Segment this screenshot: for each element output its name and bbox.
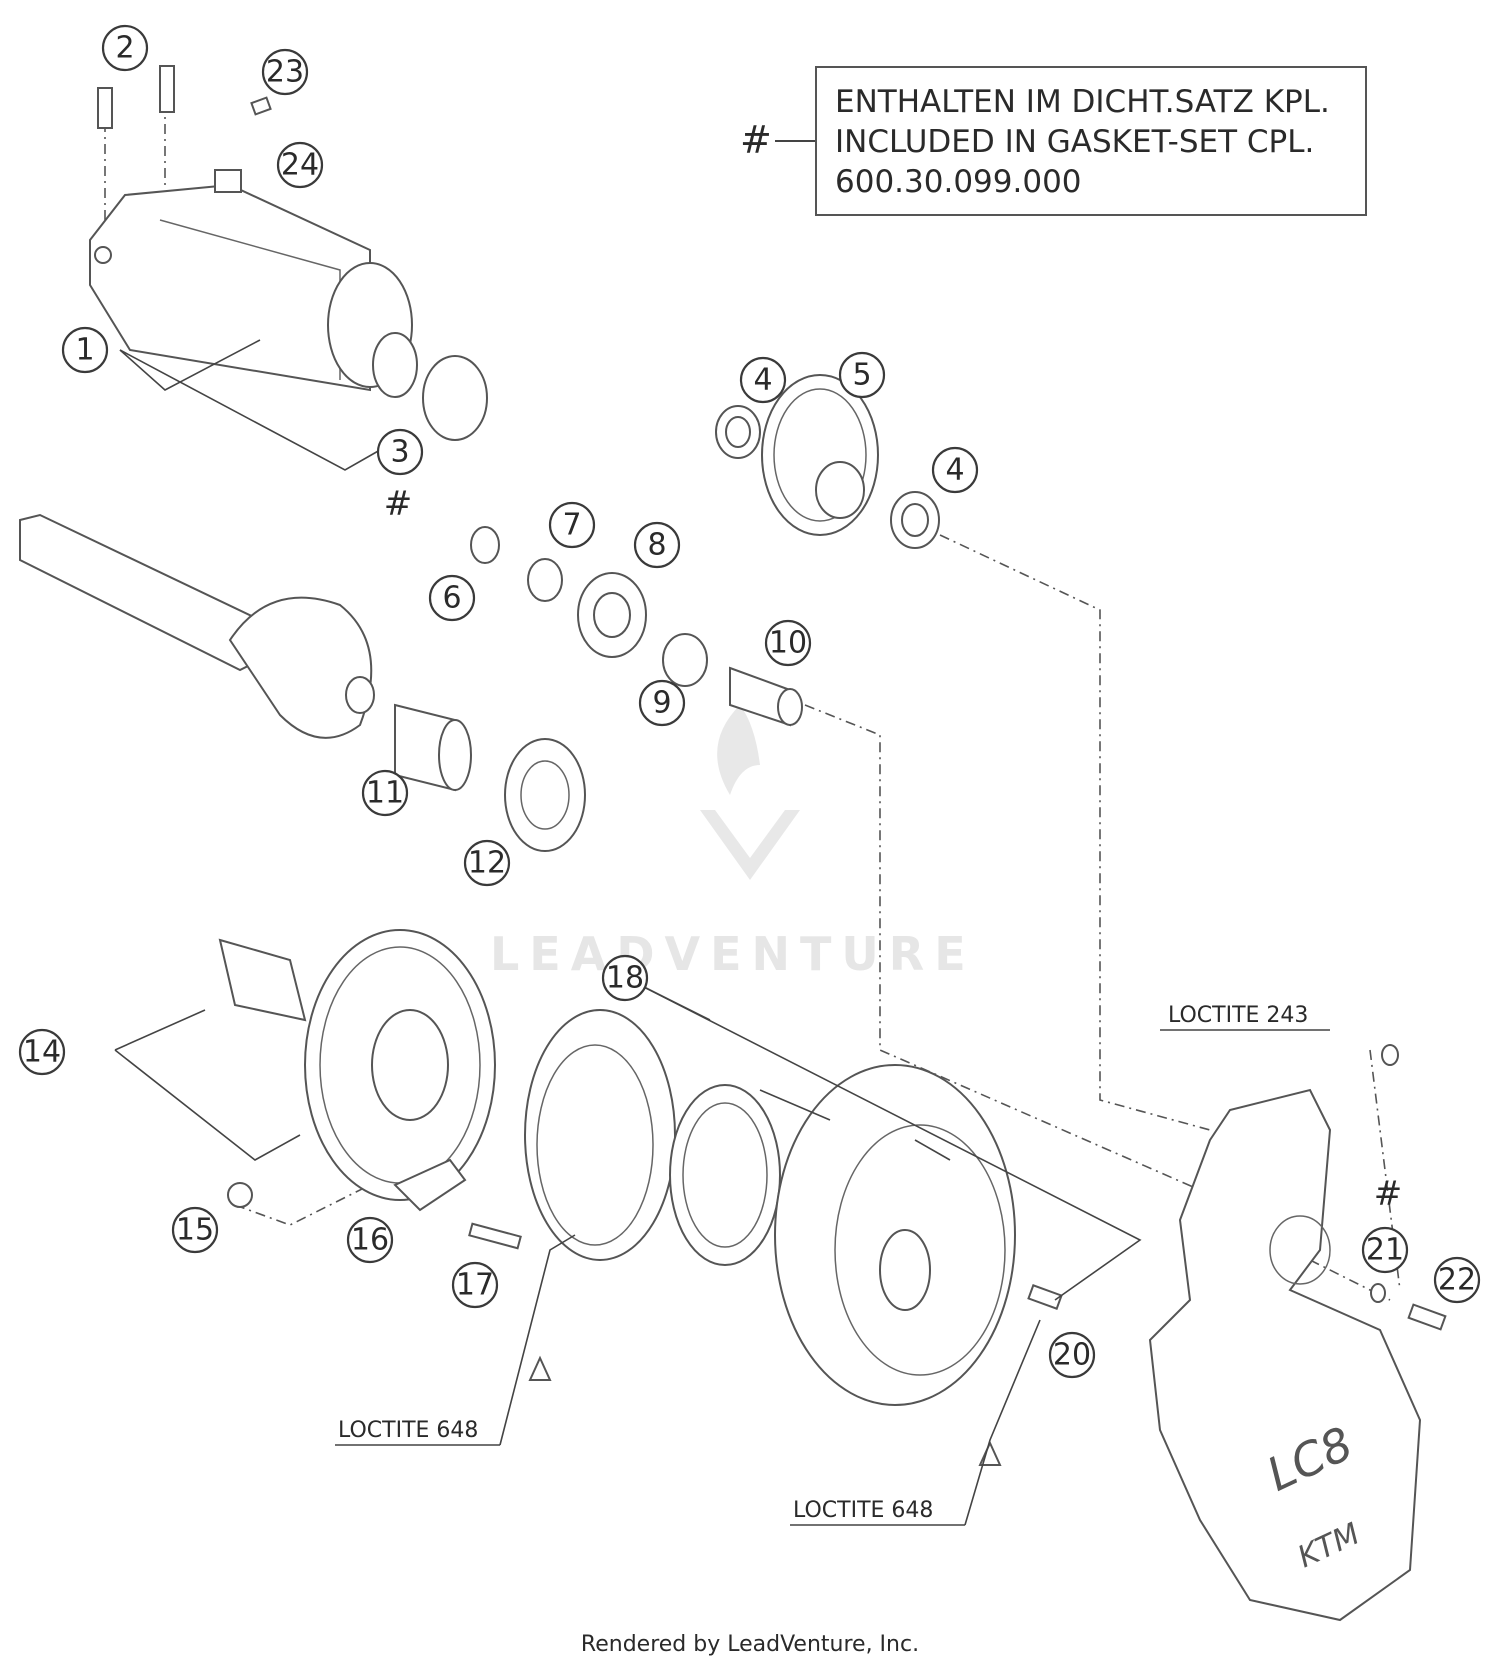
hash-marker-3: # xyxy=(384,484,413,524)
crankshaft xyxy=(19,513,375,739)
starter-bolts xyxy=(97,65,272,129)
svg-text:23: 23 xyxy=(266,55,304,90)
svg-text:24: 24 xyxy=(281,148,319,183)
callout: 23 xyxy=(261,48,309,96)
callout: 16 xyxy=(346,1216,394,1264)
callout: 14 xyxy=(18,1028,66,1076)
footer-credit: Rendered by LeadVenture, Inc. xyxy=(580,1632,920,1657)
svg-text:1: 1 xyxy=(75,333,94,368)
callout: 12 xyxy=(463,839,511,887)
svg-text:17: 17 xyxy=(456,1268,494,1303)
callout: 5 xyxy=(838,351,886,399)
callout: 10 xyxy=(764,619,812,667)
callout: 24 xyxy=(276,141,324,189)
callout: 1 xyxy=(61,326,109,374)
callout: 21 xyxy=(1361,1226,1409,1274)
callout: 15 xyxy=(171,1206,219,1254)
note-marker: # xyxy=(740,118,772,162)
svg-text:11: 11 xyxy=(366,776,404,811)
svg-text:16: 16 xyxy=(351,1223,389,1258)
svg-text:4: 4 xyxy=(753,363,772,398)
callout: 9 xyxy=(638,679,686,727)
hash-marker-21: # xyxy=(1374,1174,1403,1214)
callout: 20 xyxy=(1048,1331,1096,1379)
callout: 11 xyxy=(361,769,409,817)
svg-text:22: 22 xyxy=(1438,1263,1476,1298)
callout: 4 xyxy=(931,446,979,494)
gasket-set-note: ENTHALTEN IM DICHT.SATZ KPL. INCLUDED IN… xyxy=(815,66,1367,216)
callout: 7 xyxy=(548,501,596,549)
svg-text:14: 14 xyxy=(23,1035,61,1070)
callout: 22 xyxy=(1433,1256,1481,1304)
svg-text:18: 18 xyxy=(606,961,644,996)
svg-text:7: 7 xyxy=(562,508,581,543)
svg-text:6: 6 xyxy=(442,581,461,616)
note-leader xyxy=(775,140,815,142)
watermark: LEADVENTURE xyxy=(490,705,976,981)
engine-cover: LC8 KTM xyxy=(1148,1088,1422,1622)
svg-text:15: 15 xyxy=(176,1213,214,1248)
note-line-de: ENTHALTEN IM DICHT.SATZ KPL. xyxy=(835,84,1330,120)
watermark-text: LEADVENTURE xyxy=(490,927,976,981)
svg-text:20: 20 xyxy=(1053,1338,1091,1373)
callout: 2 xyxy=(101,24,149,72)
svg-text:12: 12 xyxy=(468,846,506,881)
svg-text:2: 2 xyxy=(115,31,134,66)
callout: 18 xyxy=(601,954,649,1002)
svg-text:10: 10 xyxy=(769,626,807,661)
loctite-648-left-label: LOCTITE 648 xyxy=(338,1418,478,1443)
svg-text:9: 9 xyxy=(652,686,671,721)
svg-text:21: 21 xyxy=(1366,1233,1404,1268)
loctite-648-right-label: LOCTITE 648 xyxy=(793,1498,933,1523)
callout: 6 xyxy=(428,574,476,622)
svg-text:3: 3 xyxy=(390,435,409,470)
leader-lines xyxy=(114,339,1330,1526)
note-line-partno: 600.30.099.000 xyxy=(835,164,1082,200)
callout: 3 xyxy=(376,428,424,476)
svg-text:5: 5 xyxy=(852,358,871,393)
callout: 8 xyxy=(633,521,681,569)
starter-motor xyxy=(89,169,488,441)
callout: 17 xyxy=(451,1261,499,1309)
callout: 4 xyxy=(739,356,787,404)
svg-text:8: 8 xyxy=(647,528,666,563)
svg-text:4: 4 xyxy=(945,453,964,488)
note-line-en: INCLUDED IN GASKET-SET CPL. xyxy=(835,124,1315,160)
components xyxy=(218,374,1447,1466)
loctite-243-label: LOCTITE 243 xyxy=(1168,1003,1308,1028)
